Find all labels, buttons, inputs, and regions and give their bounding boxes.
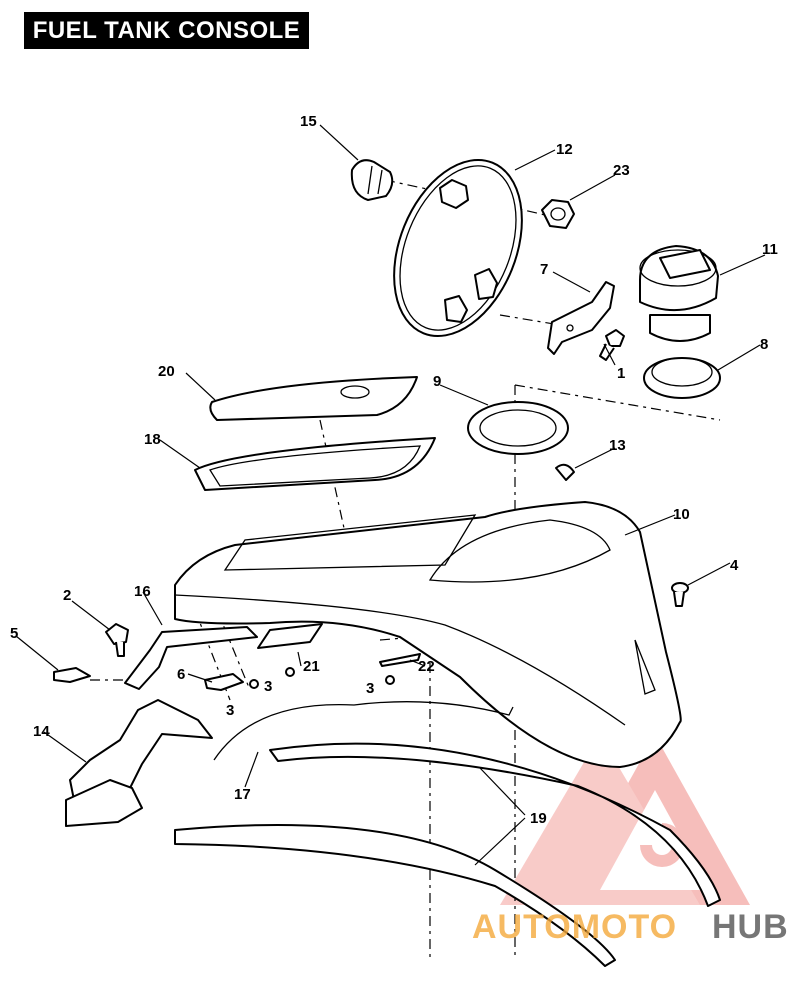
watermark-part1: AUTOMOTO xyxy=(472,908,677,946)
part-19-trim xyxy=(174,742,721,967)
callout-7: 7 xyxy=(540,261,548,278)
callout-10: 10 xyxy=(673,506,690,523)
callout-3c: 3 xyxy=(366,680,374,697)
watermark-logo xyxy=(500,735,750,905)
callout-4: 4 xyxy=(730,557,739,574)
callout-11: 11 xyxy=(762,241,778,258)
callout-20: 20 xyxy=(158,363,175,380)
part-2-bolt xyxy=(105,623,129,657)
part-18-frame xyxy=(194,437,436,491)
part-6-clip xyxy=(204,673,244,691)
part-5-clip xyxy=(53,667,91,683)
part-7-bracket xyxy=(547,281,615,355)
part-13-plug xyxy=(555,463,575,481)
callout-3b: 3 xyxy=(264,678,272,695)
watermark-text: AUTOMOTO HUB xyxy=(472,908,789,946)
part-23-nut xyxy=(541,199,575,229)
part-21-plate xyxy=(257,623,323,649)
callout-22: 22 xyxy=(418,658,435,675)
callout-19: 19 xyxy=(530,810,547,827)
part-12-plate xyxy=(393,158,523,338)
callout-6: 6 xyxy=(177,666,185,683)
callout-9: 9 xyxy=(433,373,441,390)
callout-23: 23 xyxy=(613,162,630,179)
callout-14: 14 xyxy=(33,723,50,740)
callout-labels: 1 2 3 3 3 4 5 6 7 8 9 10 11 12 13 14 15 … xyxy=(10,113,778,827)
callout-13: 13 xyxy=(609,437,626,454)
callout-2: 2 xyxy=(63,587,71,604)
part-22-clip xyxy=(379,653,421,667)
watermark-part2: HUB xyxy=(712,908,789,946)
callout-16: 16 xyxy=(134,583,151,600)
callout-21: 21 xyxy=(303,658,320,675)
callout-8: 8 xyxy=(760,336,768,353)
part-14-bracket xyxy=(65,699,213,827)
part-10-console xyxy=(174,501,682,768)
callout-3a: 3 xyxy=(226,702,234,719)
callout-12: 12 xyxy=(556,141,573,158)
part-8-gasket xyxy=(643,357,721,399)
part-1-screw xyxy=(599,329,625,361)
part-4-screw xyxy=(671,582,689,607)
callout-1: 1 xyxy=(617,365,625,382)
part-9-ring xyxy=(467,401,569,455)
part-17-hose xyxy=(213,701,514,761)
part-15-grommet xyxy=(350,159,394,201)
callout-15: 15 xyxy=(300,113,317,130)
part-20-insert xyxy=(209,376,418,421)
callout-18: 18 xyxy=(144,431,161,448)
part-11-fuel-cap xyxy=(639,245,719,342)
diagram-title: FUEL TANK CONSOLE xyxy=(24,12,309,49)
part-16-bracket xyxy=(124,626,258,690)
part-3-screws xyxy=(249,667,395,689)
callout-5: 5 xyxy=(10,625,18,642)
leader-lines xyxy=(15,124,766,866)
callout-17: 17 xyxy=(234,786,251,803)
